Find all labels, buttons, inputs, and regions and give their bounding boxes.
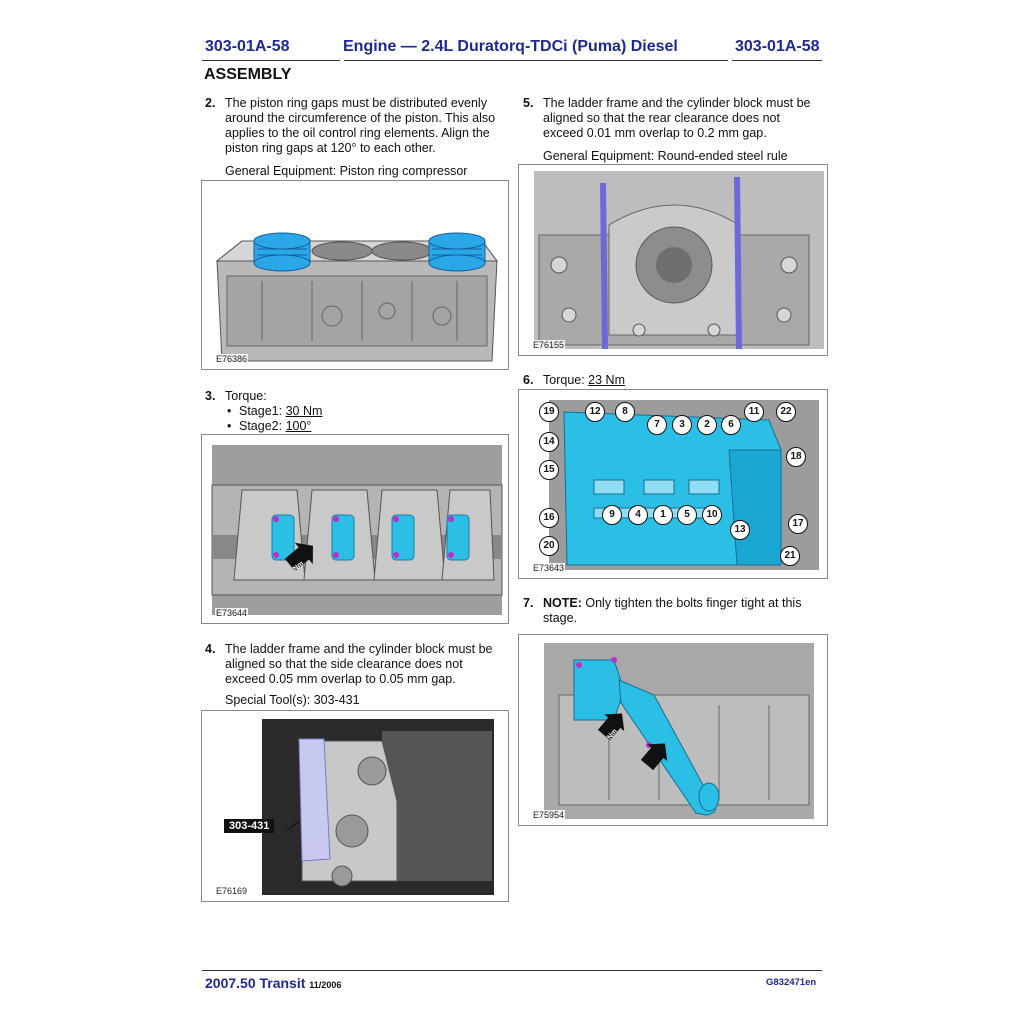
step-text: The ladder frame and the cylinder block … (225, 642, 493, 686)
figure-id: E76386 (215, 354, 249, 364)
step-6: 6. Torque: 23 Nm (523, 373, 823, 388)
footer-model: 2007.50 Transit 11/2006 (205, 975, 342, 991)
tool-callout-label: 303-431 (224, 819, 275, 833)
step-text: Only tighten the bolts finger tight at t… (543, 596, 802, 625)
equipment-note: General Equipment: Round-ended steel rul… (543, 149, 788, 163)
figure-side-clearance-tool: 303-431 E76169 (201, 710, 509, 902)
ladder-frame-illustration (549, 400, 819, 570)
footer-doc-id: G832471en (766, 977, 817, 988)
figure-id: E73643 (532, 563, 566, 573)
engine-block-illustration (215, 232, 498, 362)
side-clearance-illustration (262, 719, 494, 895)
step-5: 5. The ladder frame and the cylinder blo… (523, 96, 823, 141)
header-rule-gap (340, 58, 344, 62)
oil-pump-illustration (544, 643, 814, 819)
figure-id: E73644 (215, 608, 249, 618)
bolt-callout-5: 5 (677, 505, 697, 525)
header-code-left: 303-01A-58 (205, 38, 290, 55)
step-number: 3. (205, 389, 216, 403)
step-number: 6. (523, 373, 534, 387)
bolt-callout-7: 7 (647, 415, 667, 435)
bolt-callout-9: 9 (602, 505, 622, 525)
header-code-right: 303-01A-58 (735, 38, 820, 55)
torque-label: Torque: (225, 389, 267, 403)
crankshaft-illustration (211, 445, 503, 615)
bolt-callout-15: 15 (539, 460, 559, 480)
note-label: NOTE: (543, 596, 582, 610)
step-3: 3. Torque: Stage1: 30 Nm Stage2: 100° (205, 389, 505, 434)
figure-rear-clearance: E76155 (518, 164, 828, 356)
figure-piston-ring-compressor: E76386 (201, 180, 509, 370)
special-tool-note: Special Tool(s): 303-431 (225, 693, 360, 707)
header-rule-gap (728, 58, 732, 62)
step-7: 7. NOTE: Only tighten the bolts finger t… (523, 596, 823, 626)
figure-oil-pump-pickup: Nm E75954 (518, 634, 828, 826)
step-number: 4. (205, 642, 216, 656)
bolt-callout-2: 2 (697, 415, 717, 435)
torque-stage-1: Stage1: 30 Nm (225, 404, 505, 419)
bolt-callout-14: 14 (539, 432, 559, 452)
bolt-callout-20: 20 (539, 536, 559, 556)
bolt-callout-22: 22 (776, 402, 796, 422)
figure-id: E76169 (215, 886, 249, 896)
step-text: The ladder frame and the cylinder block … (543, 96, 811, 140)
bolt-callout-19: 19 (539, 402, 559, 422)
torque-stage-2-value: 100° (285, 419, 312, 433)
step-2: 2. The piston ring gaps must be distribu… (205, 96, 505, 156)
bolt-callout-13: 13 (730, 520, 750, 540)
torque-stage-1-value: 30 Nm (285, 404, 323, 418)
bolt-callout-21: 21 (780, 546, 800, 566)
bolt-callout-11: 11 (744, 402, 764, 422)
footer-date: 11/2006 (309, 980, 342, 990)
footer-rule (202, 970, 822, 971)
torque-value: 23 Nm (588, 373, 625, 387)
torque-label: Torque: (543, 373, 589, 387)
step-number: 5. (523, 96, 534, 110)
bolt-callout-6: 6 (721, 415, 741, 435)
header-title: Engine — 2.4L Duratorq-TDCi (Puma) Diese… (343, 38, 678, 55)
header-rule (202, 60, 822, 61)
figure-crankshaft-bearing-caps: Nm E73644 (201, 434, 509, 624)
step-text: The piston ring gaps must be distributed… (225, 96, 496, 155)
equipment-note: General Equipment: Piston ring compresso… (225, 164, 468, 178)
torque-stage-2: Stage2: 100° (225, 419, 505, 434)
bolt-callout-17: 17 (788, 514, 808, 534)
rear-clearance-illustration (534, 171, 824, 350)
step-number: 2. (205, 96, 216, 110)
bolt-callout-3: 3 (672, 415, 692, 435)
bolt-callout-16: 16 (539, 508, 559, 528)
step-4: 4. The ladder frame and the cylinder blo… (205, 642, 505, 687)
bolt-callout-1: 1 (653, 505, 673, 525)
bolt-callout-4: 4 (628, 505, 648, 525)
bolt-callout-10: 10 (702, 505, 722, 525)
figure-id: E75954 (532, 810, 566, 820)
section-title: ASSEMBLY (204, 66, 292, 83)
step-number: 7. (523, 596, 534, 610)
figure-id: E76155 (532, 340, 566, 350)
bolt-callout-8: 8 (615, 402, 635, 422)
bolt-callout-18: 18 (786, 447, 806, 467)
bolt-callout-12: 12 (585, 402, 605, 422)
